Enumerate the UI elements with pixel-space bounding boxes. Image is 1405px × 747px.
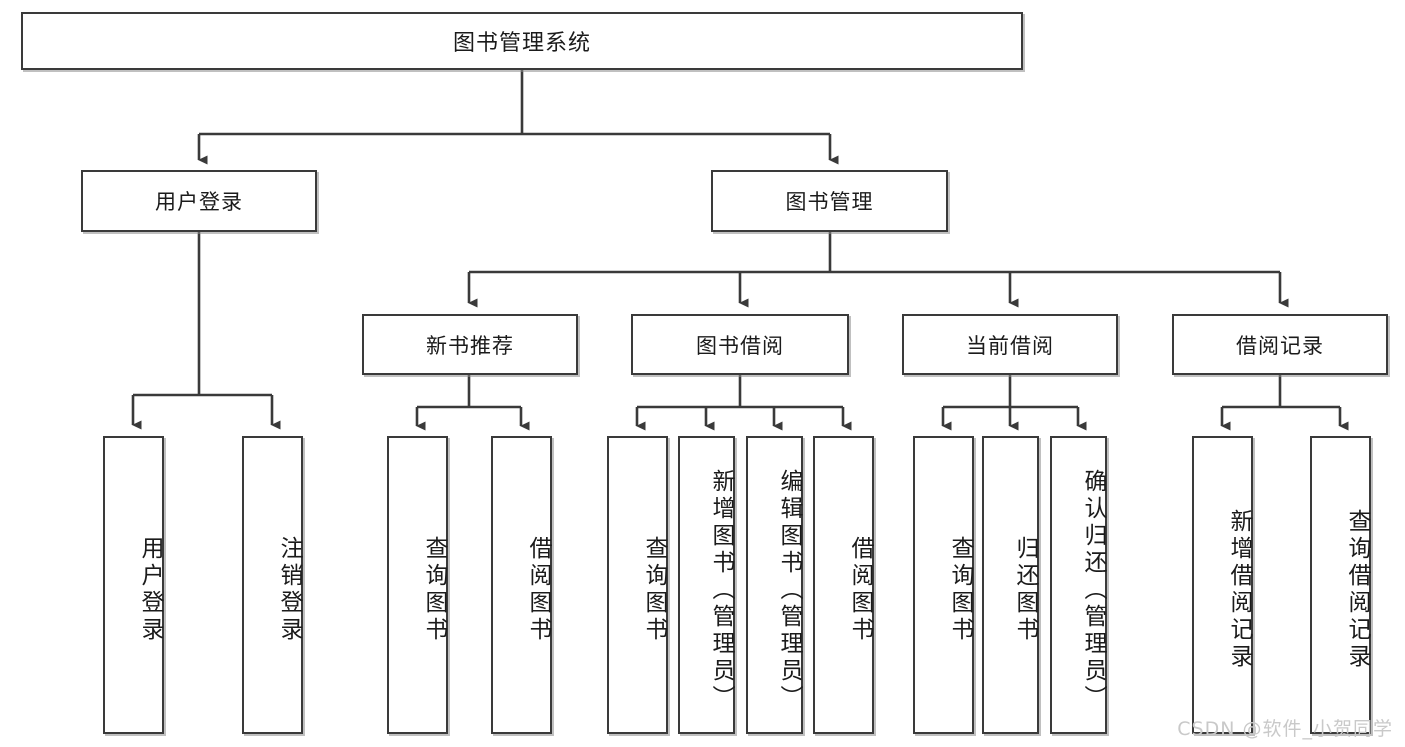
node-leaf-rec-query[interactable]: 查询图书 xyxy=(387,436,448,734)
node-leaf-cur-query[interactable]: 查询图书 xyxy=(913,436,974,734)
node-label: 用户登录 xyxy=(155,190,243,214)
node-label: 查询借阅记录 xyxy=(1344,509,1370,671)
node-label: 归还图书 xyxy=(1012,536,1038,644)
node-label: 借阅图书 xyxy=(847,536,873,644)
node-leaf-cur-confirm[interactable]: 确认归还（管理员） xyxy=(1050,436,1107,734)
node-book-manage[interactable]: 图书管理 xyxy=(711,170,948,232)
node-label: 借阅图书 xyxy=(525,536,551,644)
node-label: 新增图书（管理员） xyxy=(708,468,734,712)
node-leaf-borrow-add[interactable]: 新增图书（管理员） xyxy=(678,436,735,734)
node-leaf-logout[interactable]: 注销登录 xyxy=(242,436,303,734)
node-label: 图书管理系统 xyxy=(452,31,591,56)
node-label: 当前借阅 xyxy=(966,333,1054,358)
node-label: 借阅记录 xyxy=(1236,333,1324,358)
node-user-login[interactable]: 用户登录 xyxy=(81,170,317,232)
node-leaf-borrow-query[interactable]: 查询图书 xyxy=(607,436,668,734)
node-label: 编辑图书（管理员） xyxy=(776,468,802,712)
node-leaf-rec-borrow[interactable]: 借阅图书 xyxy=(491,436,552,734)
node-leaf-user-login[interactable]: 用户登录 xyxy=(103,436,164,734)
node-leaf-cur-return[interactable]: 归还图书 xyxy=(982,436,1039,734)
node-label: 图书管理 xyxy=(785,190,874,214)
watermark: CSDN @软件_小贺同学 xyxy=(1177,718,1393,740)
node-leaf-rec-query-record[interactable]: 查询借阅记录 xyxy=(1310,436,1371,734)
node-current-borrow[interactable]: 当前借阅 xyxy=(902,314,1118,375)
node-label: 用户登录 xyxy=(137,536,163,644)
node-label: 注销登录 xyxy=(276,536,302,644)
node-label: 查询图书 xyxy=(421,536,447,644)
node-label: 新增借阅记录 xyxy=(1226,509,1252,671)
node-label: 新书推荐 xyxy=(426,333,514,358)
node-book-borrow[interactable]: 图书借阅 xyxy=(631,314,849,375)
node-leaf-borrow-lend[interactable]: 借阅图书 xyxy=(813,436,874,734)
node-root[interactable]: 图书管理系统 xyxy=(21,12,1023,70)
node-leaf-rec-add[interactable]: 新增借阅记录 xyxy=(1192,436,1253,734)
node-label: 确认归还（管理员） xyxy=(1080,468,1106,712)
node-borrow-record[interactable]: 借阅记录 xyxy=(1172,314,1388,375)
node-leaf-borrow-edit[interactable]: 编辑图书（管理员） xyxy=(746,436,803,734)
node-label: 图书借阅 xyxy=(696,333,784,358)
node-label: 查询图书 xyxy=(947,536,973,644)
node-label: 查询图书 xyxy=(641,536,667,644)
node-new-book-rec[interactable]: 新书推荐 xyxy=(362,314,578,375)
